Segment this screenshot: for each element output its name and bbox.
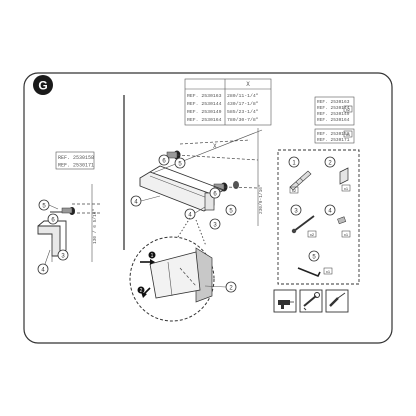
svg-text:6: 6 [51,218,55,224]
right-panel: REF. 2530163 REF. 2530144 REF. 2530149 R… [273,96,360,313]
svg-text:x1: x1 [326,269,331,274]
svg-text:REF. 2530144: REF. 2530144 [317,105,350,111]
ref-table-header: X [246,81,250,88]
svg-text:6: 6 [213,192,217,198]
svg-text:6: 6 [162,159,166,165]
center-callout-4b: 4 [184,206,206,220]
svg-text:5: 5 [229,209,233,215]
screwdriver-icon [325,289,349,313]
ref-table-row-3-x: 585/23-1/4" [227,109,259,115]
left-callout-4: 4 [37,249,51,275]
part-2-cover: 2 x1 [324,156,351,192]
ref-table-row-1-x: 280/11-1/4" [227,93,259,99]
svg-text:x1: x1 [344,232,349,237]
ref-table-row-4-x: 780/30-7/8" [227,117,259,123]
wrench-icon [299,289,323,313]
svg-text:3: 3 [213,223,217,229]
left-callout-5: 5 [38,199,59,211]
part-5-allen-key: 5 x1 [297,250,333,278]
center-callout-2: 2 [204,281,237,293]
center-callout-6b: 6 [209,187,221,199]
svg-text:4: 4 [134,200,138,206]
ref-table-row-2-x: 430/17-1/8" [227,101,259,107]
svg-text:x2: x2 [310,232,315,237]
ref-table-row-3-ref: REF. 2530149 [187,109,222,115]
svg-text:2: 2 [140,288,143,294]
ref-table-row-2-ref: REF. 2530144 [187,101,222,107]
part-3-screw: 3 x2 [290,204,317,238]
center-dimension-side: 230/9-1/16" [258,184,264,214]
detail-callout-1: 1 [151,253,154,259]
svg-text:1: 1 [292,161,296,167]
left-ref-box [55,151,95,170]
svg-text:3: 3 [61,254,65,260]
part-1-wall-plug: 1 x2 [288,156,312,194]
center-callout-4a: 4 [130,195,161,207]
ref-table-row-4-ref: REF. 2530164 [187,117,222,123]
svg-text:REF. 2530164: REF. 2530164 [317,117,350,123]
right-ref-box-top [314,96,355,126]
right-ref-bottom-qty: x1 [346,132,351,137]
svg-text:1: 1 [151,253,154,259]
left-callout-3: 3 [57,249,69,261]
svg-text:2: 2 [328,161,332,167]
svg-text:4: 4 [328,209,332,215]
svg-text:2: 2 [229,286,233,292]
detail-view [137,247,213,303]
detail-callout-2: 2 [140,288,143,294]
svg-text:3: 3 [294,209,298,215]
center-dimension-x: X [213,143,217,150]
center-callout-5b: 5 [225,204,237,216]
ref-table-row-1-ref: REF. 2530163 [187,93,222,99]
left-callout-6: 6 [47,213,59,225]
center-panel: X REF. 2530163 280/11-1/4" REF. 2530144 … [129,78,272,322]
ref-table: X REF. 2530163 280/11-1/4" REF. 2530144 … [184,78,272,126]
center-callout-6a: 6 [158,154,170,166]
svg-text:x2: x2 [292,188,297,193]
drill-icon [273,289,297,313]
left-dimension: 130 / 6 5/16" [92,209,98,244]
svg-text:5: 5 [42,204,46,210]
center-callout-3: 3 [209,218,221,230]
svg-text:4: 4 [41,268,45,274]
right-ref-top-qty: x2 [346,107,351,112]
left-ref-label-1: REF. 2530158 [58,155,94,161]
svg-text:5: 5 [312,255,316,261]
left-panel: REF. 2530158 REF. 2530171 130 / 6 5/16" … [37,151,100,275]
svg-text:REF. 2530158: REF. 2530158 [317,131,350,137]
part-4-grub-screw: 4 x1 [324,204,351,238]
svg-text:4: 4 [188,213,192,219]
svg-text:5: 5 [178,162,182,168]
svg-text:x1: x1 [344,186,349,191]
center-callout-5a: 5 [174,157,186,169]
svg-text:REF. 2530149: REF. 2530149 [317,111,350,117]
svg-text:REF. 2530163: REF. 2530163 [317,99,350,105]
step-badge [33,75,53,95]
left-ref-label-2: REF. 2530171 [58,163,94,169]
svg-text:REF. 2530171: REF. 2530171 [317,137,350,143]
step-letter: G [38,79,47,93]
